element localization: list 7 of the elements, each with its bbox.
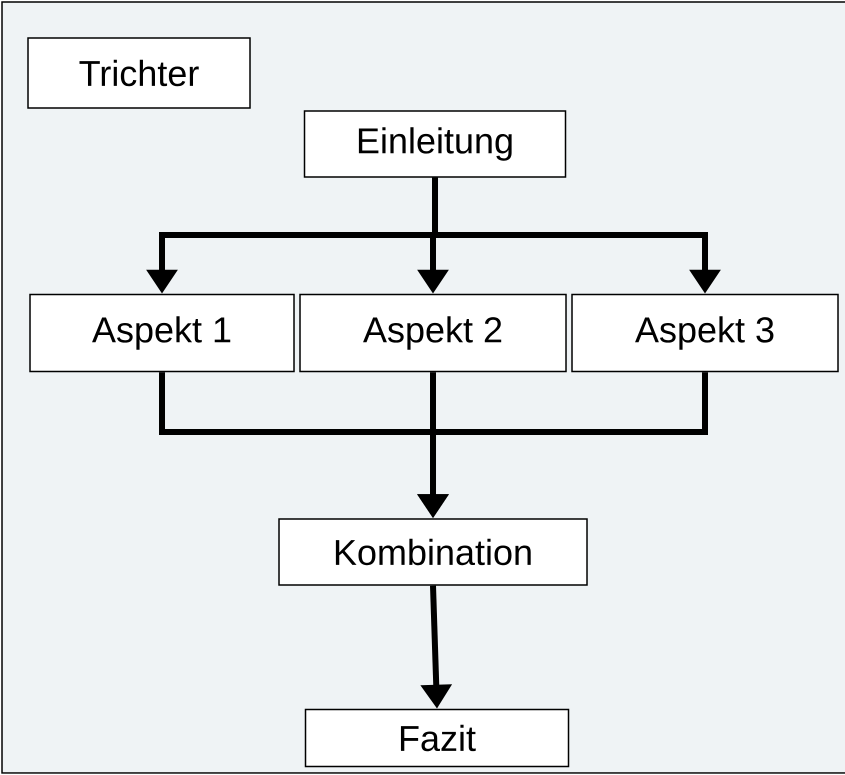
process-box: Aspekt 3 (571, 294, 839, 372)
process-box: Aspekt 2 (299, 294, 567, 372)
process-box: Aspekt 1 (29, 294, 295, 372)
label-box: Trichter (27, 37, 251, 109)
process-box: Einleitung (304, 110, 566, 178)
process-box: Kombination (278, 518, 588, 586)
process-box: Fazit (304, 708, 570, 768)
